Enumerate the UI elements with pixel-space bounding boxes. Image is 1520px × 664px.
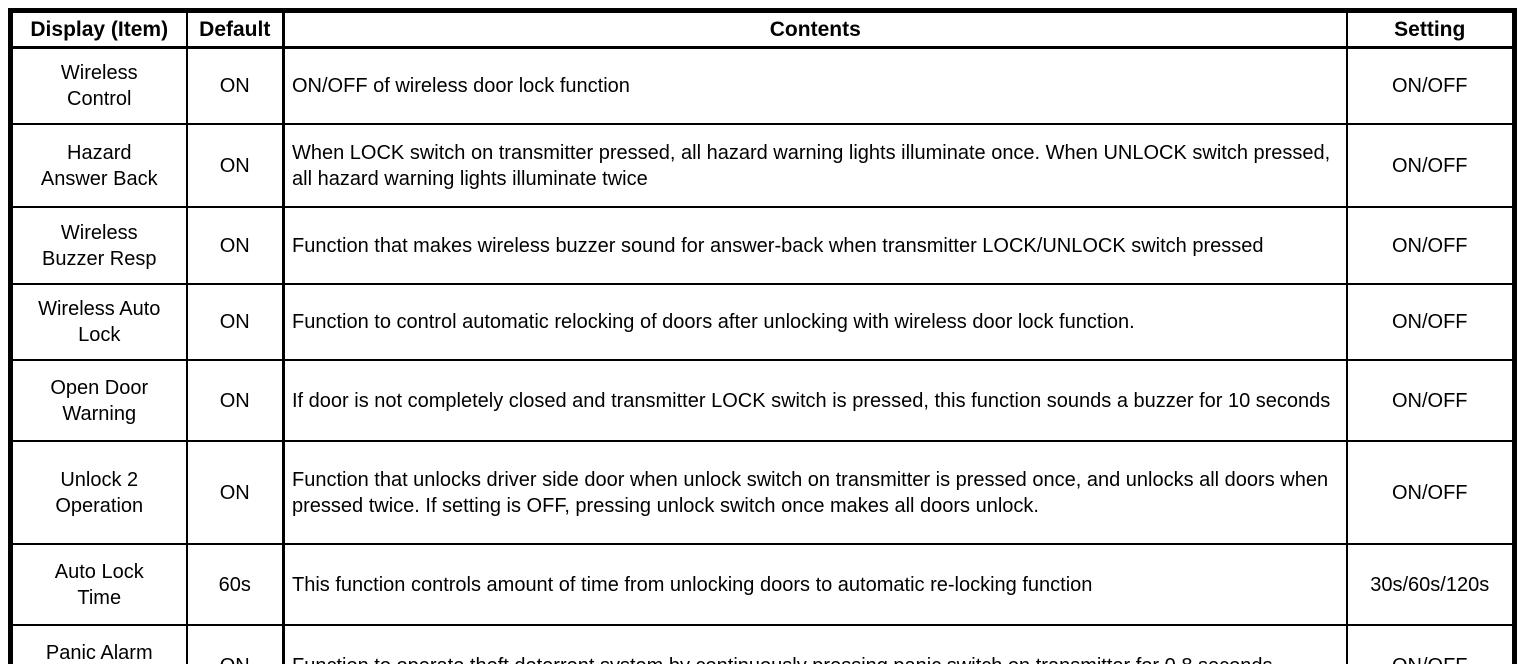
table-row-unlock-2-operation: Unlock 2 Operation ON Function that unlo… bbox=[9, 440, 1516, 545]
table-row-wireless-control: Wireless Control ON ON/OFF of wireless d… bbox=[9, 46, 1516, 125]
contents-cell: If door is not completely closed and tra… bbox=[282, 359, 1348, 442]
display-item-cell: Auto Lock Time bbox=[9, 543, 188, 626]
header-setting: Setting bbox=[1345, 9, 1516, 49]
header-contents: Contents bbox=[282, 9, 1348, 49]
default-cell: ON bbox=[185, 283, 285, 361]
table-row-open-door-warning: Open Door Warning ON If door is not comp… bbox=[9, 359, 1516, 442]
setting-cell: ON/OFF bbox=[1345, 123, 1516, 208]
header-display-item: Display (Item) bbox=[9, 9, 188, 49]
contents-cell: Function that makes wireless buzzer soun… bbox=[282, 206, 1348, 285]
display-item-cell: Wireless Buzzer Resp bbox=[9, 206, 188, 285]
contents-cell: Function to control automatic relocking … bbox=[282, 283, 1348, 361]
setting-cell: ON/OFF bbox=[1345, 46, 1516, 125]
contents-cell: Function that unlocks driver side door w… bbox=[282, 440, 1348, 545]
display-item-cell: Hazard Answer Back bbox=[9, 123, 188, 208]
table-row-wireless-buzzer-resp: Wireless Buzzer Resp ON Function that ma… bbox=[9, 206, 1516, 285]
default-cell: 60s bbox=[185, 543, 285, 626]
contents-cell: When LOCK switch on transmitter pressed,… bbox=[282, 123, 1348, 208]
display-item-cell: Unlock 2 Operation bbox=[9, 440, 188, 545]
wireless-door-lock-settings-table: Display (Item) Default Contents Setting … bbox=[8, 8, 1517, 664]
default-cell: ON bbox=[185, 624, 285, 664]
default-cell: ON bbox=[185, 359, 285, 442]
display-item-cell: Wireless Control bbox=[9, 46, 188, 125]
contents-cell: ON/OFF of wireless door lock function bbox=[282, 46, 1348, 125]
display-item-cell: Open Door Warning bbox=[9, 359, 188, 442]
contents-cell: Function to operate theft deterrent syst… bbox=[282, 624, 1348, 664]
table-header-row: Display (Item) Default Contents Setting bbox=[9, 9, 1516, 49]
default-cell: ON bbox=[185, 440, 285, 545]
table-row-wireless-auto-lock: Wireless Auto Lock ON Function to contro… bbox=[9, 283, 1516, 361]
setting-cell: ON/OFF bbox=[1345, 206, 1516, 285]
default-cell: ON bbox=[185, 206, 285, 285]
default-cell: ON bbox=[185, 123, 285, 208]
setting-cell: 30s/60s/120s bbox=[1345, 543, 1516, 626]
table-row-hazard-answer-back: Hazard Answer Back ON When LOCK switch o… bbox=[9, 123, 1516, 208]
setting-cell: ON/OFF bbox=[1345, 624, 1516, 664]
table-row-panic-alarm-function: Panic Alarm Function ON Function to oper… bbox=[9, 624, 1516, 664]
contents-cell: This function controls amount of time fr… bbox=[282, 543, 1348, 626]
header-default: Default bbox=[185, 9, 285, 49]
display-item-cell: Wireless Auto Lock bbox=[9, 283, 188, 361]
display-item-cell: Panic Alarm Function bbox=[9, 624, 188, 664]
setting-cell: ON/OFF bbox=[1345, 359, 1516, 442]
default-cell: ON bbox=[185, 46, 285, 125]
table-row-auto-lock-time: Auto Lock Time 60s This function control… bbox=[9, 543, 1516, 626]
setting-cell: ON/OFF bbox=[1345, 440, 1516, 545]
setting-cell: ON/OFF bbox=[1345, 283, 1516, 361]
